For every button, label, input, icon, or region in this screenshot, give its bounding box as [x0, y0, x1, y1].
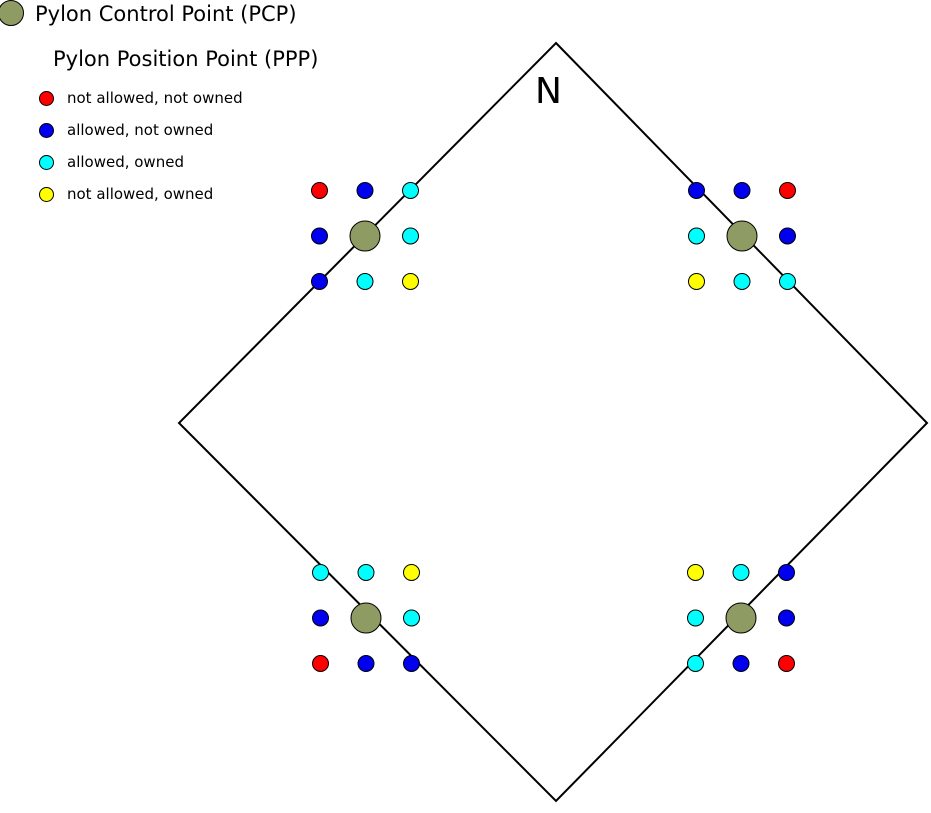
- legend-item-label: not allowed, not owned: [67, 89, 243, 107]
- ppp-dot-blue: [778, 564, 795, 581]
- ppp-dot-red: [778, 655, 795, 672]
- yellow-dot-icon: [39, 186, 54, 202]
- ppp-dot-blue: [779, 227, 796, 245]
- ppp-dot-cyan: [403, 609, 420, 627]
- ppp-dot-red: [311, 182, 328, 199]
- red-dot-icon: [39, 90, 54, 106]
- ppp-dot-cyan: [732, 564, 750, 581]
- ppp-dot-cyan: [733, 273, 751, 290]
- ppp-dot-cyan: [402, 227, 419, 245]
- north-label: N: [535, 71, 562, 112]
- ppp-dot-cyan: [356, 273, 374, 290]
- legend-item-label: not allowed, owned: [67, 185, 214, 203]
- cyan-dot-icon: [39, 154, 54, 170]
- pcp-bottom-left: [350, 602, 382, 634]
- ppp-dot-blue: [403, 655, 420, 672]
- pcp-bottom-right: [725, 602, 757, 634]
- ppp-dot-cyan: [687, 655, 704, 672]
- ppp-legend-title: Pylon Position Point (PPP): [53, 47, 319, 71]
- ppp-dot-blue: [312, 609, 329, 627]
- ppp-dot-yellow: [688, 273, 705, 290]
- ppp-dot-blue: [356, 182, 374, 199]
- ppp-dot-blue: [778, 609, 795, 627]
- ppp-dot-blue: [357, 655, 375, 672]
- ppp-dot-cyan: [357, 564, 375, 581]
- legend-item-cyan: allowed, owned: [0, 146, 243, 178]
- legend-item-blue: allowed, not owned: [0, 114, 243, 146]
- blue-dot-icon: [39, 122, 54, 138]
- pcp-top-right: [726, 220, 758, 252]
- pcp-legend-label: Pylon Control Point (PCP): [35, 2, 297, 26]
- ppp-dot-yellow: [403, 564, 420, 581]
- ppp-dot-cyan: [779, 273, 796, 290]
- field-boundary: [177, 41, 929, 803]
- pcp-top-left: [349, 220, 381, 252]
- ppp-dot-cyan: [688, 227, 705, 245]
- ppp-dot-blue: [688, 182, 705, 199]
- ppp-dot-blue: [733, 182, 751, 199]
- pcp-circle-icon: [0, 0, 24, 26]
- legend-items: not allowed, not owned allowed, not owned…: [0, 82, 243, 210]
- ppp-dot-cyan: [687, 609, 704, 627]
- legend-item-label: allowed, owned: [67, 153, 184, 171]
- legend-item-yellow: not allowed, owned: [0, 178, 243, 210]
- ppp-dot-red: [312, 655, 329, 672]
- ppp-dot-blue: [732, 655, 750, 672]
- ppp-dot-yellow: [402, 273, 419, 290]
- ppp-dot-red: [779, 182, 796, 199]
- ppp-dot-blue: [311, 273, 328, 290]
- ppp-dot-cyan: [312, 564, 329, 581]
- legend-item-label: allowed, not owned: [67, 121, 214, 139]
- ppp-dot-yellow: [687, 564, 704, 581]
- legend-item-red: not allowed, not owned: [0, 82, 243, 114]
- ppp-dot-blue: [311, 227, 328, 245]
- ppp-dot-cyan: [402, 182, 419, 199]
